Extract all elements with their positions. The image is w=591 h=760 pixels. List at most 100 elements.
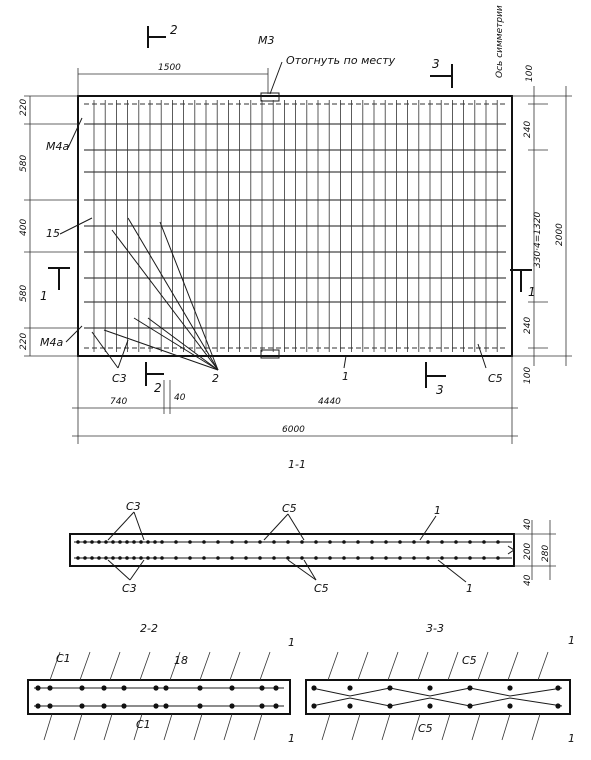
rebar-dot	[496, 556, 500, 560]
rebar-dot	[342, 540, 346, 544]
rebar-dot	[347, 703, 353, 709]
rebar-dot	[273, 703, 279, 709]
section-2-2-title: 2-2	[140, 622, 158, 635]
svg-text:6000: 6000	[282, 425, 305, 435]
rebar-dot	[83, 556, 87, 560]
rebar-dot	[118, 540, 122, 544]
rebar-dot	[47, 685, 53, 691]
rebar-dot	[90, 540, 94, 544]
rebar-dot	[412, 540, 416, 544]
rebar-dot	[132, 556, 136, 560]
rebar-dot	[468, 540, 472, 544]
svg-text:1: 1	[288, 732, 295, 745]
svg-text:580: 580	[19, 155, 29, 172]
svg-text:С5: С5	[314, 582, 329, 595]
dim-1500: 1500	[77, 63, 269, 96]
dim-right-chain: 100 240 330·4=1320 240 100 2000	[512, 65, 572, 384]
section-1-1-rebars	[76, 540, 500, 560]
section-2-2-rebars	[35, 685, 279, 709]
rebar-dot	[163, 685, 169, 691]
section-2-2: 2-2 С1 18 С1 1 1	[27, 622, 295, 745]
rebar-dot	[387, 703, 393, 709]
svg-text:1: 1	[434, 504, 441, 517]
svg-text:С1: С1	[56, 652, 71, 665]
label-c3-plan: С3	[112, 372, 127, 385]
rebar-dot	[229, 703, 235, 709]
rebar-dot	[286, 540, 290, 544]
rebar-dot	[97, 556, 101, 560]
rebar-dot	[125, 540, 129, 544]
rebar-dot	[111, 556, 115, 560]
svg-text:С5: С5	[462, 654, 477, 667]
section-marker-3-bottom: 3	[425, 362, 446, 397]
rebar-dot	[216, 540, 220, 544]
tie-line	[43, 713, 53, 741]
rebar-dot	[188, 556, 192, 560]
rebar-dot	[153, 556, 157, 560]
svg-text:3: 3	[436, 383, 444, 397]
rebar-dot	[272, 540, 276, 544]
rebar-dot	[146, 556, 150, 560]
svg-text:С3: С3	[122, 582, 137, 595]
rebar-dot	[507, 685, 513, 691]
symmetry-label: Ось симметрии	[495, 5, 505, 78]
svg-text:С5: С5	[282, 502, 297, 515]
svg-text:1: 1	[568, 732, 575, 745]
tie-line	[133, 713, 143, 741]
section-2-2-ties	[43, 651, 271, 741]
rebar-dot	[427, 685, 433, 691]
svg-text:40: 40	[523, 574, 533, 586]
tie-line	[537, 651, 549, 681]
rebar-dot	[387, 685, 393, 691]
tie-line	[471, 713, 481, 741]
rebar-dot	[35, 685, 41, 691]
tie-line	[109, 651, 121, 681]
rebar-dot	[90, 556, 94, 560]
label-c5-plan: С5	[488, 372, 503, 385]
section-marker-2-bottom: 2	[145, 362, 164, 395]
svg-text:2: 2	[154, 381, 162, 395]
rebar-dot	[79, 685, 85, 691]
rebar-dot	[259, 685, 265, 691]
tie-line	[477, 651, 489, 681]
center-notch-bottom	[260, 349, 280, 359]
tie-line	[381, 713, 391, 741]
tie-line	[321, 713, 331, 741]
leader-m4a-top	[67, 117, 83, 149]
rebar-dot	[496, 540, 500, 544]
svg-text:С5: С5	[418, 722, 433, 735]
tie-line	[73, 713, 83, 741]
section-3-3-title: 3-3	[426, 622, 444, 635]
leader-15	[59, 217, 93, 235]
rebar-dot	[426, 556, 430, 560]
rebar-dot	[197, 685, 203, 691]
rebar-dot	[153, 540, 157, 544]
tie-line	[193, 713, 203, 741]
svg-text:1: 1	[40, 289, 48, 303]
tie-line	[103, 713, 113, 741]
rebar-dot	[311, 703, 317, 709]
section-marker-1-right: 1	[510, 269, 536, 299]
svg-text:330·4=1320: 330·4=1320	[533, 212, 543, 268]
rebar-dot	[454, 540, 458, 544]
rebar-dot	[356, 556, 360, 560]
rebar-dot	[454, 556, 458, 560]
section-3-3-ties	[321, 651, 549, 741]
svg-text:4440: 4440	[318, 397, 341, 407]
label-m4a-bottom: М4а	[40, 336, 63, 349]
svg-text:200: 200	[523, 543, 533, 560]
svg-text:580: 580	[19, 285, 29, 302]
tie-line	[139, 651, 151, 681]
rebar-dot	[121, 685, 127, 691]
rebar-dot	[347, 685, 353, 691]
rebar-dot	[311, 685, 317, 691]
rebar-dot	[230, 556, 234, 560]
dim-1500-text: 1500	[158, 63, 181, 73]
section-marker-1-left: 1	[40, 267, 70, 303]
rebar-dot	[398, 540, 402, 544]
label-m3: М3	[258, 34, 275, 47]
rebar-dot	[300, 540, 304, 544]
rebar-dot	[132, 540, 136, 544]
longitudinal-bars	[84, 103, 506, 349]
rebar-dot	[139, 556, 143, 560]
